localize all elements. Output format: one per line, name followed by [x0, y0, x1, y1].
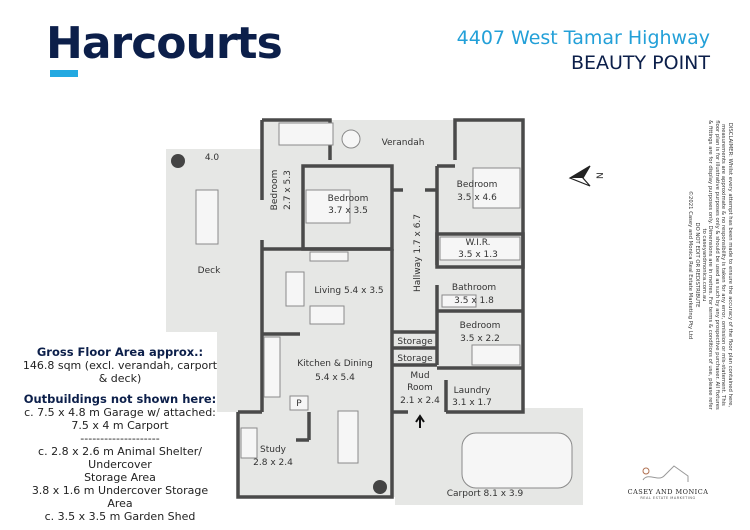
wir-dim: 3.5 x 1.3: [458, 250, 498, 260]
bedroom1-label: Bedroom: [270, 170, 280, 211]
pantry-label: P: [296, 399, 302, 409]
deck-table: [195, 189, 219, 245]
wir-label: W.I.R.: [465, 238, 490, 248]
desk: [240, 427, 258, 459]
furniture: [195, 122, 573, 489]
north-arrow-icon: N: [568, 165, 606, 187]
marketer-name: CASEY AND MONICA: [627, 488, 709, 496]
car: [461, 432, 573, 489]
area-notes: Gross Floor Area approx.: 146.8 sqm (exc…: [20, 345, 220, 524]
outbuilding-4: Storage Area: [84, 471, 156, 484]
outbuilding-5: 3.8 x 1.6 m Undercover Storage Area: [31, 484, 209, 510]
kitchen-bench: [263, 336, 281, 398]
bath: [441, 294, 477, 308]
separator: --------------------: [80, 432, 160, 445]
dining-table: [337, 410, 359, 464]
bathroom-dim: 3.5 x 1.8: [454, 296, 494, 306]
laundry-label: Laundry: [454, 386, 491, 396]
bedroom2-label: Bedroom: [328, 194, 369, 204]
mud-room-label2: Room: [407, 383, 433, 393]
kitchen-label: Kitchen & Dining: [297, 359, 373, 369]
outbuilding-6: c. 3.5 x 3.5 m Garden Shed: [44, 510, 196, 523]
outbuilding-3: c. 2.8 x 2.6 m Animal Shelter/ Undercove…: [38, 445, 202, 471]
disclaimer-copyright: ©2021 Casey and Monica Real Estate Marke…: [687, 190, 694, 340]
bedroom1-dim: 2.7 x 5.3: [283, 170, 293, 210]
walls: [236, 118, 525, 499]
verandah-label: Verandah: [382, 138, 425, 148]
address-street: 4407 West Tamar Highway: [456, 27, 710, 49]
mud-room-label1: Mud: [410, 371, 429, 381]
hallway-label: Hallway 1.7 x 6.7: [413, 214, 423, 292]
outbuilding-2: 7.5 x 4 m Carport: [71, 419, 169, 432]
deck-dim-label: 4.0: [205, 153, 220, 163]
bedroom4-label: Bedroom: [460, 321, 501, 331]
bed: [471, 344, 521, 366]
living-label: Living 5.4 x 3.5: [314, 286, 383, 296]
study-dim: 2.8 x 2.4: [253, 458, 293, 468]
tv-unit: [309, 251, 349, 262]
compass-label: N: [596, 172, 606, 179]
harcourts-logo: Harcourts: [46, 18, 283, 69]
disclaimer-text: DISCLAIMER: Whilst every attempt has bee…: [700, 120, 734, 410]
bed: [278, 122, 334, 146]
storage1-label: Storage: [397, 337, 433, 347]
study-label: Study: [260, 445, 287, 455]
gfa-line1: 146.8 sqm (excl. verandah, carport: [22, 359, 218, 372]
carport-label: Carport 8.1 x 3.9: [447, 489, 524, 499]
address-suburb: BEAUTY POINT: [570, 52, 710, 74]
room-labels: Verandah 4.0 Deck Bedroom 2.7 x 5.3 Bedr…: [198, 138, 524, 499]
bed: [305, 189, 351, 224]
entry-arrow-icon: [415, 414, 425, 428]
laundry-dim: 3.1 x 1.7: [452, 398, 492, 408]
property-address: 4407 West Tamar Highway BEAUTY POINT: [457, 26, 710, 76]
bedroom3-label: Bedroom: [457, 180, 498, 190]
bed: [472, 167, 521, 209]
disclaimer: DISCLAIMER: Whilst every attempt has bee…: [687, 120, 734, 410]
bathroom-label: Bathroom: [452, 283, 496, 293]
disclaimer-line2: DO NOT EDIT OR REDISTRIBUTE: [694, 222, 701, 308]
casey-monica-logo: CASEY AND MONICA REAL ESTATE MARKETING: [618, 462, 718, 500]
deck-label: Deck: [198, 266, 221, 276]
wir-shelf: [439, 236, 521, 261]
bedroom2-dim: 3.7 x 3.5: [328, 206, 368, 216]
bedroom4-dim: 3.5 x 2.2: [460, 334, 500, 344]
deck-area: [166, 149, 262, 412]
logo-accent-bar: [50, 70, 78, 77]
plants: [171, 154, 387, 494]
pantry-box: [289, 395, 309, 411]
kitchen-dim: 5.4 x 5.4: [315, 373, 355, 383]
gfa-line2: & deck): [98, 372, 142, 385]
storage2-label: Storage: [397, 354, 433, 364]
gfa-title: Gross Floor Area approx.:: [36, 345, 204, 359]
sofa: [285, 271, 305, 307]
house-key-logo-icon: [642, 465, 689, 482]
outbuildings-title: Outbuildings not shown here:: [23, 392, 217, 406]
sofa: [309, 305, 345, 325]
marketer-sub: REAL ESTATE MARKETING: [640, 496, 696, 500]
outbuilding-1: c. 7.5 x 4.8 m Garage w/ attached:: [24, 406, 216, 419]
mud-room-dim: 2.1 x 2.4: [400, 396, 440, 406]
verandah-table: [341, 129, 361, 149]
bedroom3-dim: 3.5 x 4.6: [457, 193, 497, 203]
